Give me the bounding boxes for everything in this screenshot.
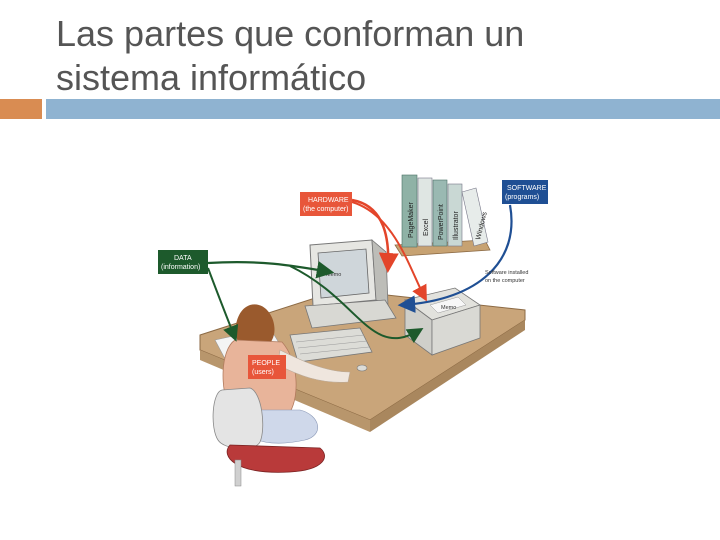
hardware-printer-arrow <box>351 201 427 302</box>
svg-text:DATA: DATA <box>174 255 192 262</box>
svg-text:(the computer): (the computer) <box>303 206 349 213</box>
illustration-svg: PageMaker Excel PowerPoint Illustrator W… <box>140 160 575 490</box>
book-pagemaker: PageMaker <box>408 202 415 238</box>
title-line-1: Las partes que conforman un <box>56 13 525 54</box>
slide-title: Las partes que conforman un sistema info… <box>56 12 696 100</box>
data-label: DATA (information) <box>158 250 208 274</box>
computer-system-illustration: PageMaker Excel PowerPoint Illustrator W… <box>140 160 575 490</box>
hardware-label: HARDWARE (the computer) <box>300 192 352 216</box>
office-chair <box>212 387 325 487</box>
software-installed-note: Software installed on the computer <box>485 270 528 284</box>
book-illustrator: Illustrator <box>453 211 460 240</box>
keyboard <box>289 327 373 363</box>
svg-text:Software installed: Software installed <box>485 270 528 276</box>
svg-text:(users): (users) <box>252 369 274 376</box>
svg-text:PEOPLE: PEOPLE <box>252 360 280 367</box>
accent-bar-orange <box>0 99 42 119</box>
printer-paper-text: Memo <box>441 305 456 311</box>
people-label: PEOPLE (users) <box>248 355 286 379</box>
data-arrow <box>207 261 335 279</box>
mouse <box>356 364 368 372</box>
svg-text:(programs): (programs) <box>505 194 539 201</box>
book-powerpoint: PowerPoint <box>438 204 445 240</box>
book-excel: Excel <box>423 218 430 236</box>
title-line-2: sistema informático <box>56 57 367 98</box>
data-to-paper-arrow <box>207 267 239 342</box>
monitor-screen-text: Memo <box>326 272 341 278</box>
accent-bar-blue <box>46 99 720 119</box>
svg-text:HARDWARE: HARDWARE <box>308 197 349 204</box>
bookshelf: PageMaker Excel PowerPoint Illustrator W… <box>394 174 491 257</box>
svg-text:on the computer: on the computer <box>485 278 525 284</box>
data-to-printer-arrow <box>289 265 424 344</box>
svg-text:(information): (information) <box>161 264 200 271</box>
software-arrow <box>397 204 513 313</box>
software-label: SOFTWARE (programs) <box>502 180 548 204</box>
svg-text:SOFTWARE: SOFTWARE <box>507 185 547 192</box>
